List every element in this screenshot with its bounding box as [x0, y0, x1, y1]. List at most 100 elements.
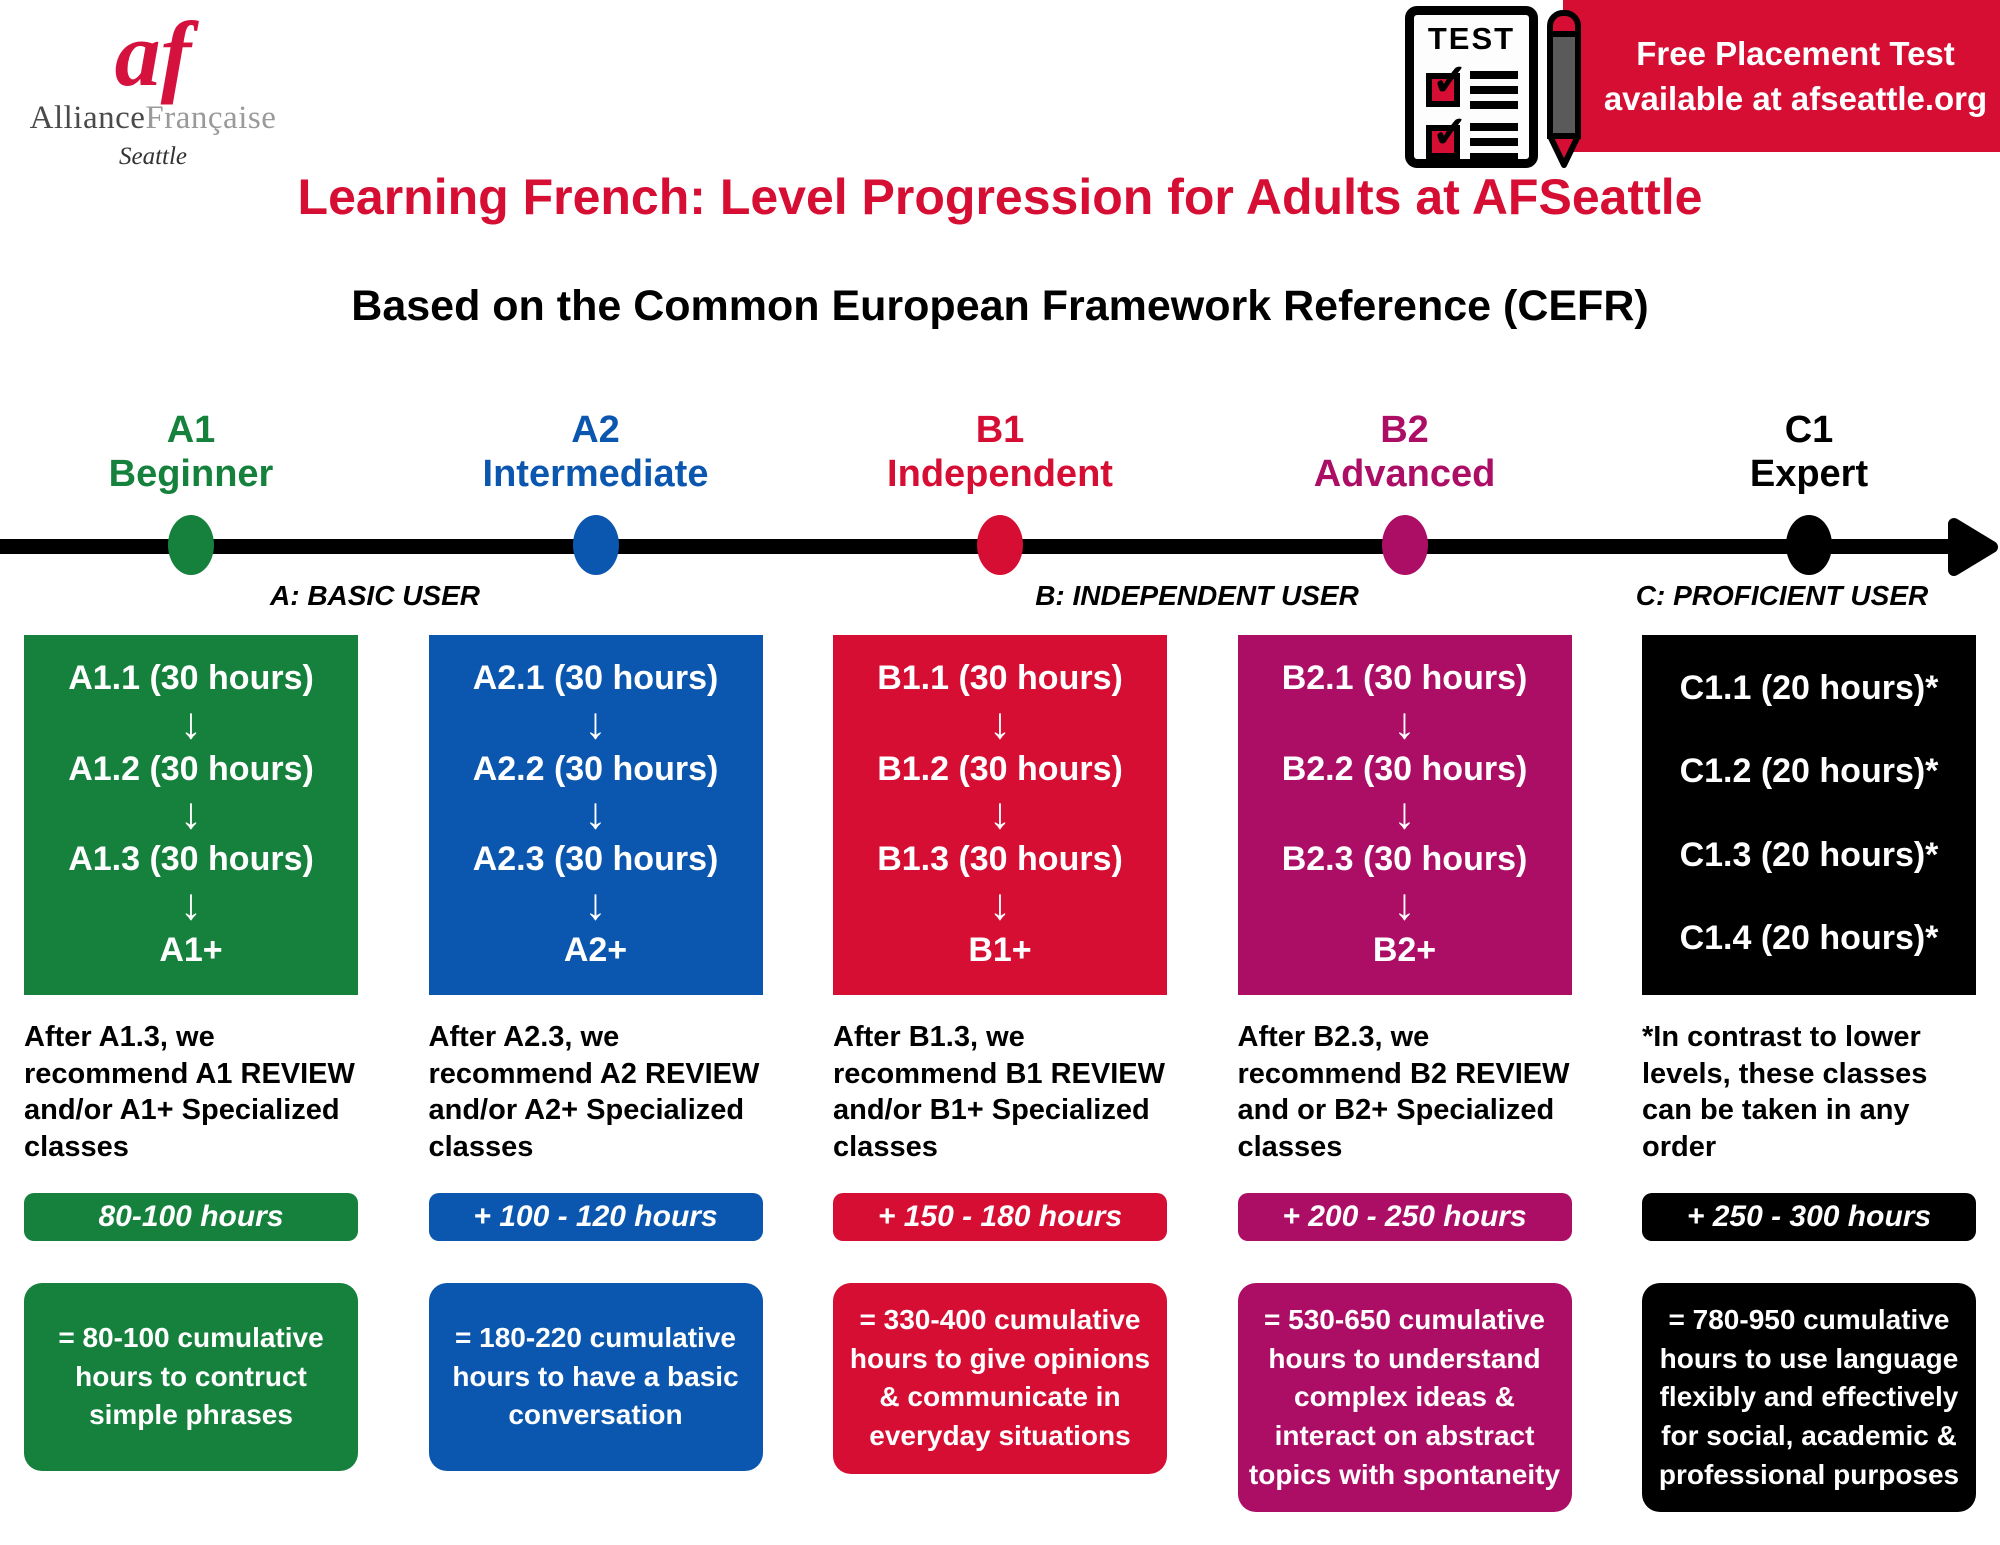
list-lines-icon — [1469, 71, 1518, 109]
checklist-row: ✓ — [1414, 111, 1529, 161]
down-arrow-icon: ↓ — [989, 880, 1011, 930]
cumulative-box-b1: = 330-400 cumulative hours to give opini… — [833, 1283, 1167, 1474]
checkbox-icon: ✓ — [1425, 111, 1468, 159]
level-code: A1 — [166, 409, 216, 451]
course-item: C1.1 (20 hours)* — [1679, 669, 1939, 707]
logo-city: Seattle — [118, 143, 188, 170]
logo-name-francaise: Française — [145, 100, 277, 136]
course-item: C1.2 (20 hours)* — [1679, 752, 1939, 791]
level-name: Independent — [887, 453, 1113, 496]
level-code: A2 — [571, 409, 620, 451]
level-column-b1: B1.1 (30 hours) ↓ B1.2 (30 hours) ↓ B1.3… — [833, 635, 1167, 1512]
page-subtitle: Based on the Common European Framework R… — [351, 282, 1649, 330]
down-arrow-icon: ↓ — [584, 698, 607, 748]
level-headers: A1 Beginner A2 Intermediate B1 Independe… — [0, 408, 2000, 496]
down-arrow-icon: ↓ — [1393, 880, 1416, 930]
recommendation-note-c1: *In contrast to lower levels, these clas… — [1642, 1021, 1928, 1163]
level-column-c1: C1.1 (20 hours)* C1.2 (20 hours)* C1.3 (… — [1642, 635, 1976, 1513]
cumulative-box-c1: = 780-950 cumulative hours to use langua… — [1642, 1283, 1976, 1513]
down-arrow-icon: ↓ — [989, 698, 1011, 748]
course-item: B1.1 (30 hours) — [877, 659, 1123, 697]
user-group-label-basic: A: BASIC USER — [269, 580, 481, 611]
timeline-line — [0, 539, 1952, 554]
level-code: B1 — [975, 409, 1025, 451]
course-item: B1.3 (30 hours) — [877, 840, 1123, 879]
timeline-dot-a1 — [168, 515, 214, 575]
down-arrow-icon: ↓ — [1393, 698, 1416, 748]
user-group-label-proficient: C: PROFICIENT USER — [1635, 580, 1929, 611]
timeline-arrow-icon — [1948, 516, 1998, 583]
course-item: B2.3 (30 hours) — [1281, 840, 1528, 879]
course-item: A2.3 (30 hours) — [472, 840, 719, 879]
course-box-a2: A2.1 (30 hours) ↓ A2.2 (30 hours) ↓ A2.3… — [428, 635, 763, 995]
test-label: TEST — [1427, 21, 1516, 56]
alliance-francaise-logo: af AllianceFrançaise Seattle — [18, 8, 288, 171]
recommendation-note-a1: After A1.3, we recommend A1 REVIEW and/o… — [24, 1021, 355, 1163]
timeline-dot-b1 — [977, 515, 1023, 575]
logo-name-alliance: Alliance — [29, 100, 146, 136]
level-name: Expert — [1749, 453, 1869, 496]
page-title: Learning French: Level Progression for A… — [297, 169, 1703, 225]
recommendation-note-b2: After B2.3, we recommend B2 REVIEW and o… — [1237, 1021, 1570, 1163]
hours-pill-a2: + 100 - 120 hours — [428, 1193, 763, 1242]
cumulative-box-b2: = 530-650 cumulative hours to understand… — [1237, 1283, 1572, 1513]
level-column-b2: B2.1 (30 hours) ↓ B2.2 (30 hours) ↓ B2.3… — [1237, 635, 1572, 1513]
course-item: C1.4 (20 hours)* — [1679, 918, 1939, 957]
level-name: Advanced — [1313, 453, 1496, 496]
course-item: B1+ — [968, 930, 1032, 969]
checkbox-icon: ✓ — [1425, 59, 1468, 107]
hours-pill-a1: 80-100 hours — [24, 1193, 358, 1242]
down-arrow-icon: ↓ — [584, 789, 607, 839]
course-box-c1: C1.1 (20 hours)* C1.2 (20 hours)* C1.3 (… — [1642, 635, 1976, 995]
course-box-b2: B2.1 (30 hours) ↓ B2.2 (30 hours) ↓ B2.3… — [1237, 635, 1572, 995]
logo-name: AllianceFrançaise — [30, 100, 277, 136]
level-column-a2: A2.1 (30 hours) ↓ A2.2 (30 hours) ↓ A2.3… — [428, 635, 763, 1512]
level-column-a1: A1.1 (30 hours) ↓ A1.2 (30 hours) ↓ A1.3… — [24, 635, 358, 1512]
course-item: A1.3 (30 hours) — [68, 840, 314, 879]
down-arrow-icon: ↓ — [1393, 789, 1416, 839]
level-header-b2: B2 Advanced — [1238, 408, 1572, 496]
hours-pill-b2: + 200 - 250 hours — [1237, 1193, 1572, 1242]
down-arrow-icon: ↓ — [989, 789, 1011, 839]
recommendation-note-a2: After A2.3, we recommend A2 REVIEW and/o… — [428, 1021, 760, 1163]
course-item: B2.1 (30 hours) — [1281, 659, 1528, 697]
banner-line2: available at afseattle.org — [1603, 80, 1988, 117]
placement-test-banner: Free Placement Test available at afseatt… — [1563, 0, 2000, 152]
test-clipboard-icon: TEST ✓ ✓ — [1405, 6, 1538, 168]
checkmark-icon: ✓ — [1431, 56, 1469, 105]
cumulative-box-a2: = 180-220 cumulative hours to have a bas… — [428, 1283, 763, 1472]
timeline-dot-b2 — [1381, 515, 1428, 575]
level-name: Beginner — [108, 453, 274, 496]
banner-line1: Free Placement Test — [1636, 35, 1955, 72]
course-item: C1.3 (20 hours)* — [1679, 835, 1939, 874]
hours-pill-b1: + 150 - 180 hours — [833, 1193, 1167, 1242]
course-box-a1: A1.1 (30 hours) ↓ A1.2 (30 hours) ↓ A1.3… — [24, 635, 358, 995]
level-name: Intermediate — [482, 453, 709, 496]
course-item: B2+ — [1372, 930, 1437, 969]
course-item: A2.1 (30 hours) — [472, 659, 719, 697]
checklist-row: ✓ — [1414, 59, 1529, 109]
timeline-dot-c1 — [1786, 515, 1832, 575]
timeline-dot-a2 — [572, 515, 619, 575]
down-arrow-icon: ↓ — [180, 698, 202, 748]
checkmark-icon: ✓ — [1431, 108, 1469, 157]
list-lines-icon — [1469, 123, 1518, 161]
hours-pill-c1: + 250 - 300 hours — [1642, 1193, 1976, 1242]
level-columns: A1.1 (30 hours) ↓ A1.2 (30 hours) ↓ A1.3… — [0, 635, 2000, 1513]
progression-timeline — [0, 515, 2000, 577]
pencil-icon — [1544, 8, 1584, 175]
level-code: B2 — [1380, 409, 1429, 451]
course-item: A1.1 (30 hours) — [68, 659, 314, 697]
down-arrow-icon: ↓ — [584, 880, 607, 930]
course-item: B2.2 (30 hours) — [1281, 749, 1528, 788]
recommendation-note-b1: After B1.3, we recommend B1 REVIEW and/o… — [833, 1021, 1165, 1163]
course-item: A1.2 (30 hours) — [68, 749, 314, 788]
level-header-c1: C1 Expert — [1642, 408, 1976, 496]
cumulative-box-a1: = 80-100 cumulative hours to contruct si… — [24, 1283, 358, 1472]
level-code: C1 — [1784, 409, 1834, 451]
course-box-b1: B1.1 (30 hours) ↓ B1.2 (30 hours) ↓ B1.3… — [833, 635, 1167, 995]
down-arrow-icon: ↓ — [180, 880, 202, 930]
course-item: B1.2 (30 hours) — [877, 749, 1123, 788]
af-monogram-icon: af — [114, 3, 192, 105]
